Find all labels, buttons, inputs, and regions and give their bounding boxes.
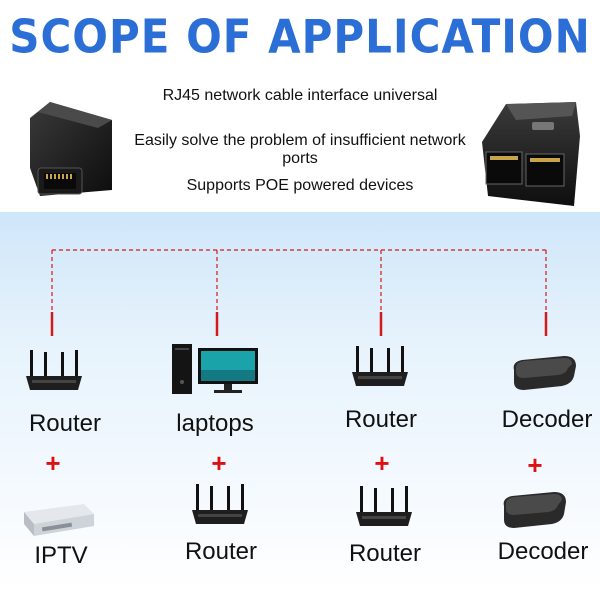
label-decoder-1: Decoder — [501, 406, 593, 433]
label-router-3: Router — [344, 406, 418, 433]
router-icon — [350, 346, 410, 390]
iptv-box-icon — [20, 500, 96, 540]
decoder-box-icon — [508, 354, 580, 394]
router-icon — [190, 484, 250, 528]
router-icon — [354, 486, 414, 530]
plus-symbol-3: + — [374, 448, 390, 478]
label-laptops: laptops — [176, 410, 254, 437]
label-router-4: Router — [348, 540, 422, 567]
rj45-splitter-image — [476, 96, 586, 212]
desktop-computer-icon — [168, 342, 264, 398]
plus-symbol-2: + — [211, 448, 227, 478]
rj45-coupler-image — [20, 98, 128, 210]
feature-text-3: Supports POE powered devices — [186, 177, 414, 194]
feature-text-2: Easily solve the problem of insufficient… — [134, 132, 466, 167]
label-decoder-2: Decoder — [497, 538, 589, 565]
label-iptv: IPTV — [34, 542, 88, 569]
plus-symbol-4: + — [527, 450, 543, 480]
plus-symbol-1: + — [45, 448, 61, 478]
router-icon — [24, 350, 84, 394]
connector-lines — [50, 249, 548, 336]
decoder-box-icon — [498, 490, 570, 532]
feature-text-1: RJ45 network cable interface universal — [162, 87, 438, 104]
application-diagram-area — [0, 212, 600, 592]
label-router-1: Router — [28, 410, 102, 437]
page-title: SCOPE OF APPLICATION — [9, 9, 591, 64]
label-router-2: Router — [184, 538, 258, 565]
